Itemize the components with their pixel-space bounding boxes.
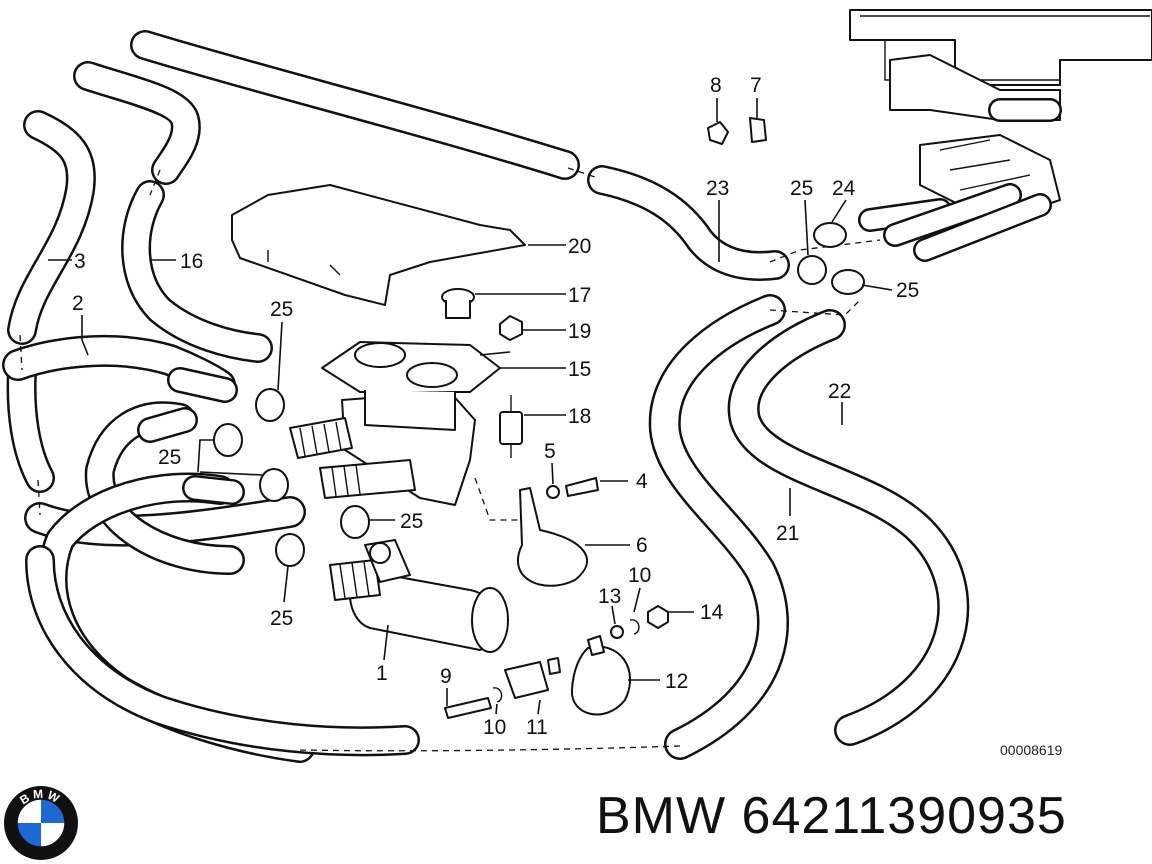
callout-11: 11: [526, 716, 548, 739]
callout-5: 5: [544, 440, 556, 463]
callout-15: 15: [568, 358, 591, 381]
callout-4: 4: [636, 470, 648, 493]
callout-16: 16: [180, 250, 203, 273]
callout-1: 1: [376, 662, 388, 685]
callout-19: 19: [568, 320, 591, 343]
hose-clamps: [213, 222, 865, 567]
hose-22: [727, 309, 970, 746]
hose-top: [130, 30, 580, 180]
callout-25c: 25: [400, 510, 423, 533]
diagram-reference-code: 00008619: [1000, 742, 1063, 758]
parts-diagram: 1 2 3 4 5 6 7 8 9 10 10 11 12 13 14 15 1…: [2, 9, 1152, 763]
callout-24: 24: [832, 177, 856, 200]
auxiliary-pump: [329, 539, 509, 653]
callout-10a: 10: [628, 564, 651, 587]
logo-text: BMW: [17, 787, 61, 808]
callout-8: 8: [710, 74, 722, 97]
heater-valve: [289, 341, 501, 506]
callout-7: 7: [750, 74, 762, 97]
callout-18: 18: [568, 405, 591, 428]
callout-6: 6: [636, 534, 648, 557]
heater-core: [849, 9, 1152, 262]
callout-25e: 25: [790, 177, 813, 200]
part-number-title: BMW 64211390935: [596, 787, 1067, 845]
hose-21: [648, 294, 789, 760]
callout-25a: 25: [270, 298, 293, 321]
callout-3: 3: [74, 250, 86, 273]
small-parts: [441, 117, 767, 719]
callout-25b: 25: [158, 446, 181, 469]
callout-2: 2: [72, 292, 84, 315]
bmw-logo: BMW: [4, 786, 78, 860]
callout-22: 22: [828, 380, 851, 403]
hose-stubs: [137, 367, 245, 505]
callout-13: 13: [598, 585, 621, 608]
logo-blue-quadrant-2: [17, 823, 41, 847]
callout-20: 20: [568, 235, 591, 258]
callout-12: 12: [665, 670, 688, 693]
callout-9: 9: [440, 665, 452, 688]
callout-21: 21: [776, 522, 799, 545]
leader-lines: [48, 98, 893, 715]
callout-10b: 10: [483, 716, 506, 739]
hose-3: [6, 110, 96, 493]
logo-blue-quadrant-1: [41, 799, 65, 823]
callout-25f: 25: [896, 279, 919, 302]
hose-23: [587, 165, 790, 281]
callout-17: 17: [568, 284, 591, 307]
valve-nipples: [289, 417, 416, 499]
hose-group: [2, 30, 970, 763]
callout-25d: 25: [270, 607, 293, 630]
callout-14: 14: [700, 601, 724, 624]
hose-16: [73, 61, 273, 363]
callout-23: 23: [706, 177, 729, 200]
callout-labels: 1 2 3 4 5 6 7 8 9 10 10 11 12 13 14 15 1…: [72, 74, 919, 739]
cover-plate: [231, 184, 526, 306]
svg-text:BMW: BMW: [17, 787, 64, 808]
